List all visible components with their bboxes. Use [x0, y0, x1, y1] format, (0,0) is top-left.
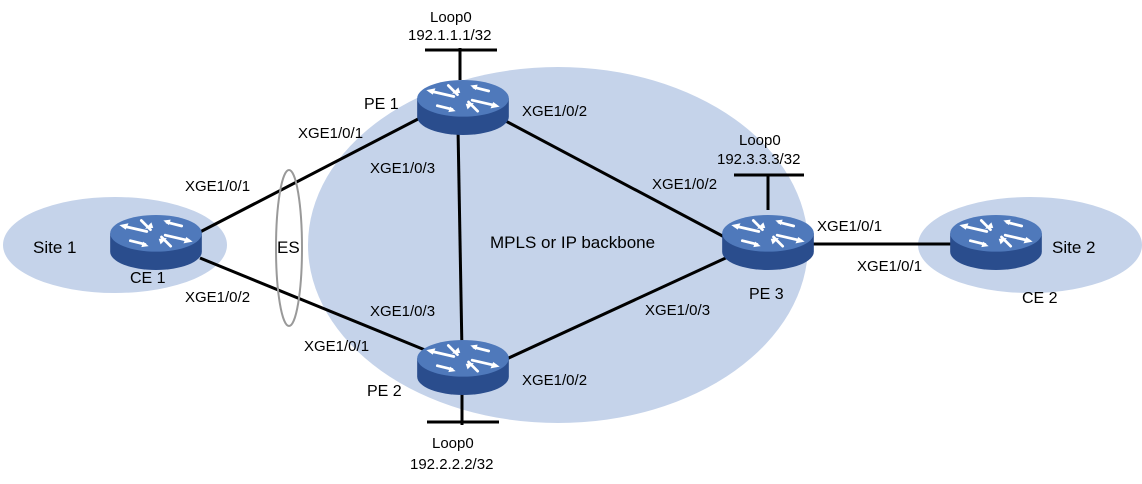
- iface-pe3-to-pe2: XGE1/0/3: [645, 302, 711, 319]
- pe2-name: PE 2: [367, 383, 402, 400]
- site1-label: Site 1: [33, 238, 77, 257]
- ce1-name: CE 1: [130, 270, 166, 287]
- link-pe1-pe2: [456, 127, 464, 353]
- iface-ce2-to-pe3: XGE1/0/1: [857, 258, 923, 275]
- pe3-loopback-label: Loop0: [739, 132, 781, 149]
- pe3-name: PE 3: [749, 286, 784, 303]
- link-pe1-pe3: [499, 116, 731, 242]
- link-ce1-pe1: [199, 116, 421, 234]
- iface-pe1-to-ce1: XGE1/0/1: [298, 125, 364, 142]
- es-label: ES: [277, 238, 300, 257]
- iface-pe3-to-ce2: XGE1/0/1: [817, 218, 883, 235]
- link-pe2-pe3: [499, 254, 731, 364]
- backbone-cloud: [308, 67, 808, 423]
- site2-label: Site 2: [1052, 238, 1096, 257]
- router-icon-ce2[interactable]: [950, 215, 1042, 270]
- iface-pe1-to-pe2: XGE1/0/3: [370, 160, 436, 177]
- es-oval: [275, 169, 303, 327]
- router-icon-pe1[interactable]: [417, 80, 509, 135]
- router-icon-ce1[interactable]: [110, 215, 202, 270]
- pe2-loopback-ip: 192.2.2.2/32: [410, 456, 494, 473]
- pe2-loopback-label: Loop0: [432, 435, 474, 452]
- router-icon-pe3[interactable]: [722, 215, 814, 270]
- link-ce1-pe2: [199, 256, 426, 352]
- router-icon-pe2[interactable]: [417, 340, 509, 395]
- iface-pe3-to-pe1: XGE1/0/2: [652, 176, 718, 193]
- iface-pe1-to-pe3: XGE1/0/2: [522, 103, 588, 120]
- pe1-loopback-ip: 192.1.1.1/32: [408, 27, 492, 44]
- ce2-name: CE 2: [1022, 290, 1058, 307]
- pe3-loopback-ip: 192.3.3.3/32: [717, 151, 801, 168]
- pe1-name: PE 1: [364, 96, 399, 113]
- iface-pe2-to-pe3: XGE1/0/2: [522, 372, 588, 389]
- links: [199, 48, 955, 425]
- iface-pe2-to-pe1: XGE1/0/3: [370, 303, 436, 320]
- pe1-loopback-label: Loop0: [430, 9, 472, 26]
- iface-ce1-to-pe1: XGE1/0/1: [185, 178, 251, 195]
- backbone-label: MPLS or IP backbone: [490, 233, 656, 252]
- iface-ce1-to-pe2: XGE1/0/2: [185, 289, 251, 306]
- iface-pe2-to-ce1: XGE1/0/1: [304, 338, 370, 355]
